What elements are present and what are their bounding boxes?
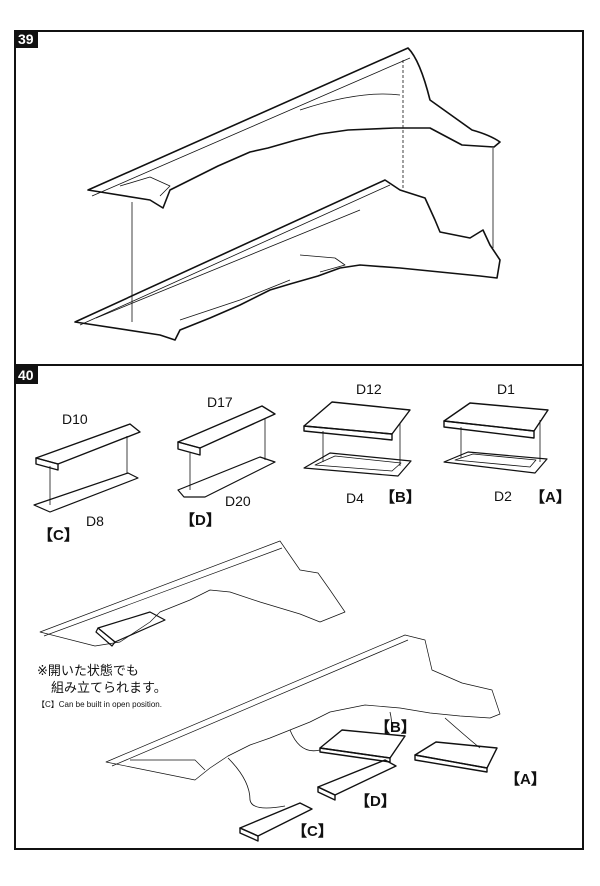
part-label-d8: D8 bbox=[86, 513, 104, 529]
step-divider bbox=[14, 364, 584, 366]
note-english: 【C】Can be built in open position. bbox=[37, 700, 162, 709]
group-label-b: 【B】 bbox=[380, 489, 421, 506]
group-label-a-assembly: 【A】 bbox=[505, 771, 546, 788]
instruction-frame bbox=[14, 30, 584, 850]
group-label-c-assembly: 【C】 bbox=[292, 823, 333, 840]
part-label-d2: D2 bbox=[494, 488, 512, 504]
note-jp-line-1: ※開いた状態でも bbox=[37, 664, 139, 679]
part-label-d1: D1 bbox=[497, 381, 515, 397]
group-label-a: 【A】 bbox=[530, 489, 571, 506]
part-label-d10: D10 bbox=[62, 411, 88, 427]
note-japanese: ※開いた状態でも 組み立てられます。 bbox=[37, 663, 167, 697]
group-label-d-assembly: 【D】 bbox=[355, 793, 396, 810]
part-label-d4: D4 bbox=[346, 490, 364, 506]
note-jp-line-2: 組み立てられます。 bbox=[51, 681, 167, 696]
group-label-b-assembly: 【B】 bbox=[375, 719, 416, 736]
group-label-d: 【D】 bbox=[180, 512, 221, 529]
group-label-c: 【C】 bbox=[38, 527, 79, 544]
part-label-d12: D12 bbox=[356, 381, 382, 397]
part-label-d17: D17 bbox=[207, 394, 233, 410]
step-39-number: 39 bbox=[14, 30, 38, 48]
step-40-number: 40 bbox=[14, 366, 38, 384]
part-label-d20: D20 bbox=[225, 493, 251, 509]
